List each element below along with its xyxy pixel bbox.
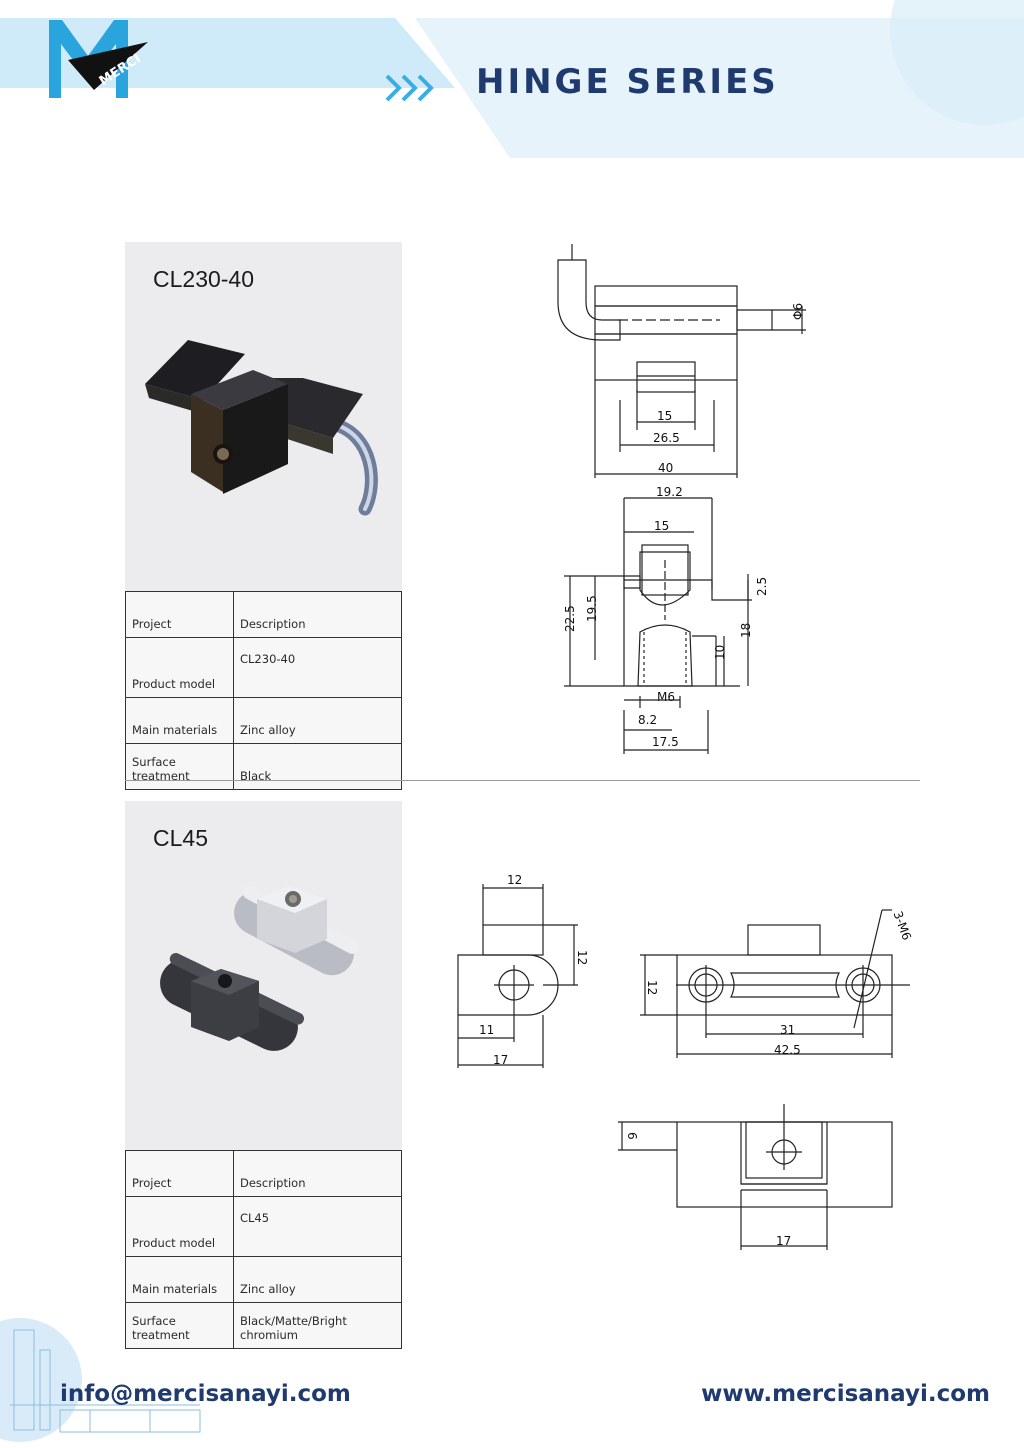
dim-label: 17.5 [652,735,679,749]
spec-header-description: Description [233,1150,402,1197]
footer-email-link[interactable]: info@mercisanayi.com [60,1381,351,1407]
section-divider [125,780,920,781]
dim-label: 2.5 [755,577,769,596]
dim-label: M6 [657,690,675,704]
blueprint-decoration [0,1318,201,1442]
spec-label: Surface treatment [125,1302,234,1349]
dim-label: 8.2 [638,713,657,727]
dim-label: 17 [493,1053,508,1067]
dim-label: 19.2 [656,485,683,499]
product-model-heading: CL230-40 [153,266,255,292]
dim-label: 19.5 [585,595,599,622]
dim-label: 40 [658,461,673,475]
technical-drawing-cl230-40: 15 26.5 40 Φ6 19.2 15 22.5 19.5 2.5 18 1… [557,244,806,754]
product-card-cl230-40: CL230-40 Project Description Product mod… [125,242,402,790]
product-card-cl45: CL45 Project Description Product model C… [125,801,402,1349]
spec-label: Product model [125,637,234,698]
dim-label: 17 [776,1234,791,1248]
dimension-labels: 15 26.5 40 Φ6 19.2 15 22.5 19.5 2.5 18 1… [563,303,805,749]
spec-table: Project Description Product model CL45 M… [125,1150,402,1349]
spec-table: Project Description Product model CL230-… [125,591,402,790]
dim-label: 18 [739,623,753,638]
spec-header-description: Description [233,591,402,638]
technical-drawing-cl45: 12 12 11 17 12 3-M6 31 42.5 6 17 [457,873,914,1250]
dim-label: 15 [654,519,669,533]
dim-label: 10 [713,645,727,660]
dim-label: 12 [507,873,522,887]
page-title: HINGE SERIES [476,62,779,102]
dim-label: 22.5 [563,605,577,632]
spec-value: CL230-40 [233,637,402,698]
dimension-labels: 12 12 11 17 12 3-M6 31 42.5 6 17 [479,873,914,1248]
dim-label: 31 [780,1023,795,1037]
product-model-heading: CL45 [153,825,208,851]
dim-label: 12 [645,980,659,995]
merci-logo: MERCI [49,20,148,98]
spec-label: Main materials [125,697,234,744]
spec-label: Main materials [125,1256,234,1303]
spec-label: Product model [125,1196,234,1257]
spec-value: Black/Matte/Bright chromium [233,1302,402,1349]
spec-value: Black [233,743,402,790]
dim-label: 11 [479,1023,494,1037]
spec-value: Zinc alloy [233,1256,402,1303]
spec-label: Surface treatment [125,743,234,790]
dim-label: 6 [625,1132,639,1140]
spec-value: CL45 [233,1196,402,1257]
spec-header-project: Project [125,591,234,638]
spec-value: Zinc alloy [233,697,402,744]
dim-label: 15 [657,409,672,423]
dim-label: Φ6 [791,303,805,320]
chevrons-icon [385,74,434,102]
hinge-photo-chrome-black-icon [160,885,360,1051]
footer-website-link[interactable]: www.mercisanayi.com [701,1381,990,1407]
dim-label: 26.5 [653,431,680,445]
dim-label: 12 [575,950,589,965]
dim-label: 42.5 [774,1043,801,1057]
dim-label: 3-M6 [891,909,914,942]
spec-header-project: Project [125,1150,234,1197]
hinge-photo-black-icon [145,340,378,516]
